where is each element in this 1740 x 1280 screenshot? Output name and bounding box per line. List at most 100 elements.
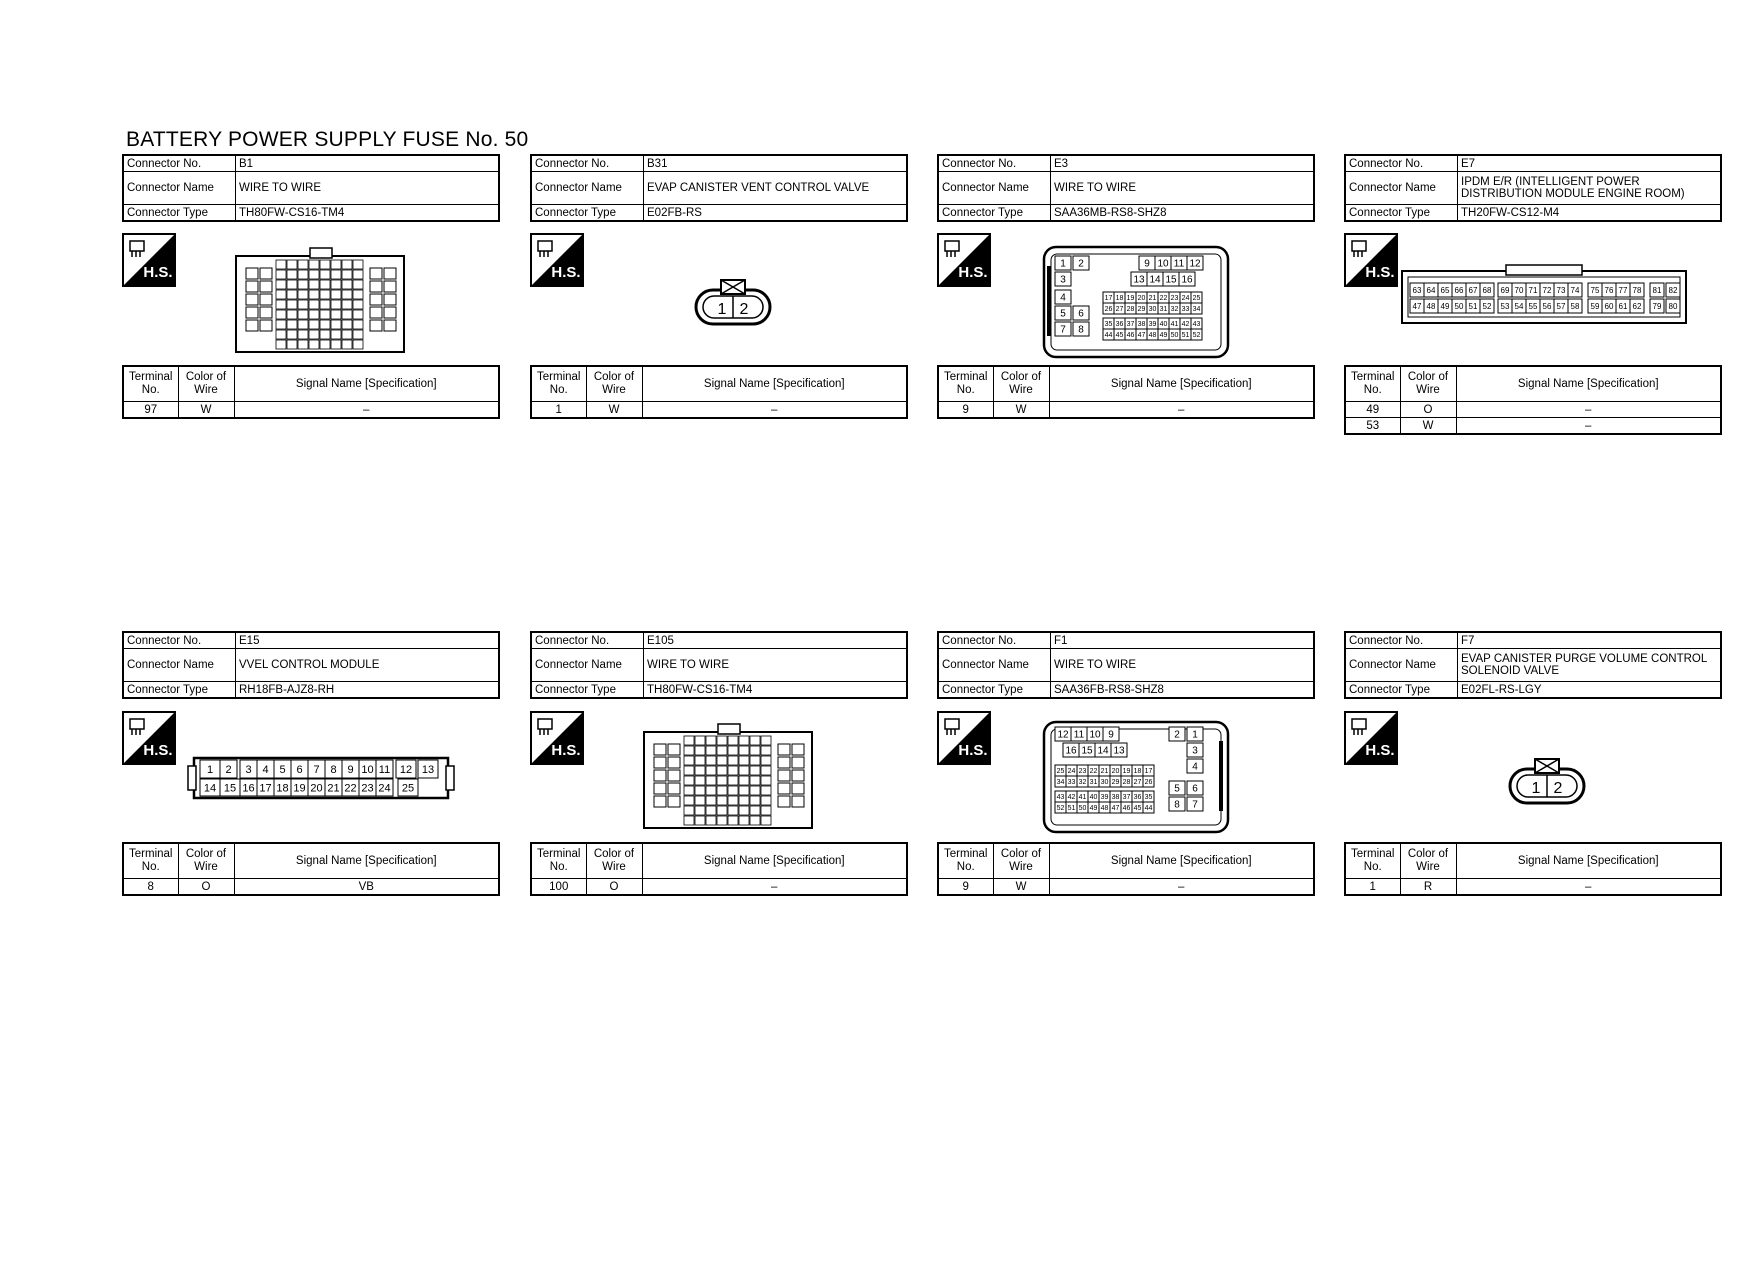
pin-number: 27 [1116,306,1124,313]
column-header-terminal-no: Terminal No. [937,842,994,879]
header-label: Connector Type [1344,681,1458,699]
pin-number: 68 [1483,286,1492,295]
pin-number: 26 [1105,306,1113,313]
connector-no: E15 [235,631,500,649]
pin-number: 28 [1127,306,1135,313]
pin-number: 13 [1113,746,1125,757]
pin-number: 6 [296,764,302,776]
connector-name: WIRE TO WIRE [1050,648,1315,682]
pin-number: 21 [1149,295,1157,302]
pin-number: 70 [1515,286,1524,295]
column-header-signal-name: Signal Name [Specification] [233,365,500,402]
pin-number: 45 [1134,805,1142,812]
column-header-terminal-no: Terminal No. [1344,365,1401,402]
pin-number: 24 [1182,295,1190,302]
pin-number: 29 [1138,306,1146,313]
column-header-terminal-no: Terminal No. [122,842,179,879]
pin-number: 47 [1112,805,1120,812]
pin-number: 2 [1174,730,1180,741]
connector-type: TH80FW-CS16-TM4 [235,204,500,222]
column-header-terminal-no: Terminal No. [530,842,587,879]
pin-number: 19 [1123,768,1131,775]
pin-number: 62 [1633,302,1642,311]
terminal-no: 97 [122,401,179,419]
pin-number: 36 [1116,321,1124,328]
connector-face-80-pin [643,723,813,829]
pin-number: 15 [1165,275,1177,286]
column-header-terminal-no: Terminal No. [530,365,587,402]
pin-number: 22 [1090,768,1098,775]
column-header-signal-name: Signal Name [Specification] [1455,365,1722,402]
pin-number: 35 [1105,321,1113,328]
connector-no: E105 [643,631,908,649]
pin-number: 41 [1079,794,1087,801]
column-header-color-of-wire: Color of Wire [1399,842,1457,879]
pin-number: 20 [1112,768,1120,775]
harness-side-icon: H.S. [530,711,584,765]
pin-number: 16 [1065,746,1077,757]
pin-number: 59 [1591,302,1600,311]
hs-label: H.S. [551,264,580,281]
pin-number: 32 [1171,306,1179,313]
pin-number: 51 [1182,332,1190,339]
pin-number: 64 [1427,286,1436,295]
column-header-signal-name: Signal Name [Specification] [1455,842,1722,879]
header-label: Connector No. [122,631,236,649]
pin-number: 3 [1060,275,1066,286]
pin-number: 1 [1192,730,1198,741]
pin-number: 23 [1079,768,1087,775]
pin-number: 8 [330,764,336,776]
terminal-color: W [585,401,643,419]
header-label: Connector No. [530,154,644,172]
pin-number: 25 [1193,295,1201,302]
connector-no: F1 [1050,631,1315,649]
pin-number: 51 [1469,302,1478,311]
pin-number: 22 [344,782,356,794]
pin-number: 69 [1501,286,1510,295]
pin-number: 1 [1532,780,1541,797]
pin-number: 6 [1078,309,1084,320]
connector-type: SAA36FB-RS8-SHZ8 [1050,681,1315,699]
pin-number: 25 [402,782,414,794]
pin-number: 7 [1060,325,1066,336]
pin-number: 55 [1529,302,1538,311]
hs-label: H.S. [1365,264,1394,281]
pin-number: 16 [1181,275,1193,286]
pin-number: 31 [1160,306,1168,313]
pin-number: 39 [1149,321,1157,328]
pin-number: 29 [1112,779,1120,786]
pin-number: 38 [1112,794,1120,801]
connector-name: EVAP CANISTER PURGE VOLUME CONTROL SOLEN… [1457,648,1722,682]
pin-number: 2 [1554,780,1563,797]
harness-side-icon: H.S. [1344,233,1398,287]
connector-name: WIRE TO WIRE [643,648,908,682]
pin-number: 47 [1138,332,1146,339]
pin-number: 12 [1189,259,1201,270]
pin-number: 17 [1105,295,1113,302]
pin-number: 4 [262,764,268,776]
pin-number: 17 [259,782,271,794]
terminal-no: 9 [937,401,994,419]
terminal-no: 1 [1344,878,1401,896]
pin-number: 4 [1060,293,1066,304]
pin-number: 14 [1149,275,1161,286]
pin-number: 30 [1101,779,1109,786]
header-label: Connector No. [1344,631,1458,649]
hs-label: H.S. [551,742,580,759]
hs-label: H.S. [143,742,172,759]
connector-name: WIRE TO WIRE [235,171,500,205]
terminal-signal: VB [233,878,500,896]
pin-number: 40 [1090,794,1098,801]
pin-number: 14 [204,782,216,794]
terminal-no: 1 [530,401,587,419]
terminal-color: W [992,878,1050,896]
pin-number: 56 [1543,302,1552,311]
column-header-color-of-wire: Color of Wire [992,842,1050,879]
